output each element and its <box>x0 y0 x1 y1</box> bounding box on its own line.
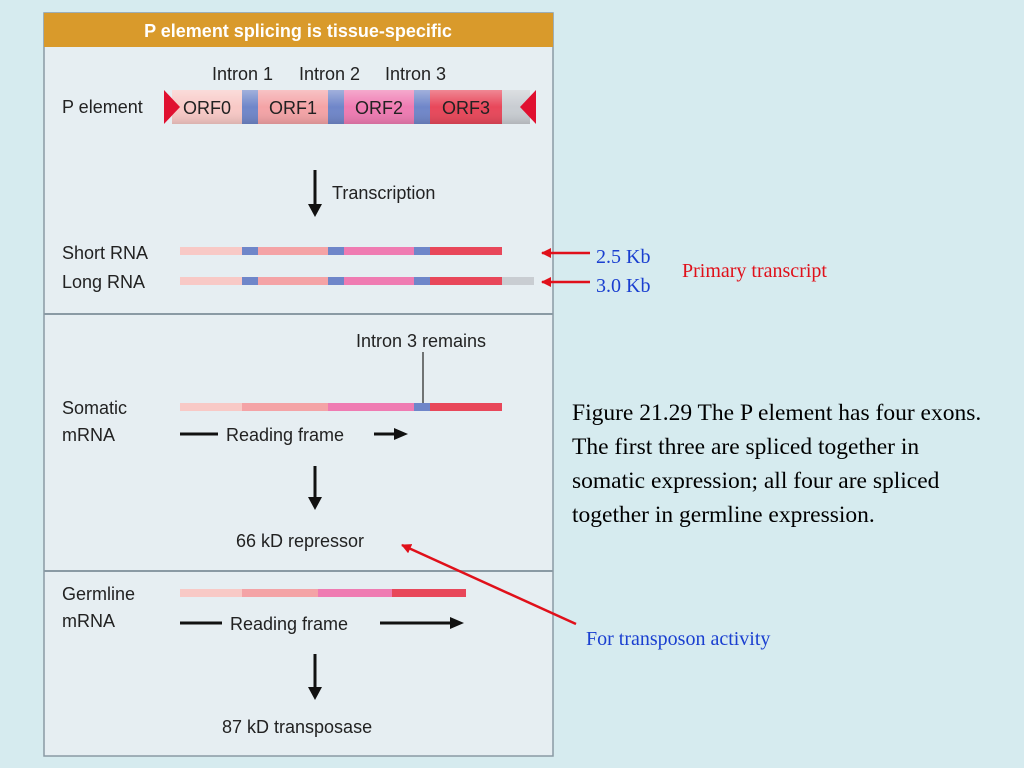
intron-3-label: Intron 3 <box>385 64 446 84</box>
long-rna-label: Long RNA <box>62 272 145 292</box>
figure-caption: Figure 21.29 The P element has four exon… <box>572 400 982 528</box>
somatic-reading-frame-arrow <box>374 428 408 440</box>
intron-2-label: Intron 2 <box>299 64 360 84</box>
intron3-remains-label: Intron 3 remains <box>356 331 486 351</box>
translation-arrow-somatic <box>308 466 322 510</box>
long-size-label: 3.0 Kb <box>596 275 650 297</box>
diagram-frame <box>43 12 554 757</box>
intron-1-label: Intron 1 <box>212 64 273 84</box>
gene-shading <box>172 90 530 124</box>
translation-arrow-germline <box>308 654 322 700</box>
short-size-label: 2.5 Kb <box>596 246 650 268</box>
repressor-label: 66 kD repressor <box>236 531 364 551</box>
splicing-diagram: P element splicing is tissue-specific In… <box>43 12 554 757</box>
transposase-label: 87 kD transposase <box>222 717 372 737</box>
germline-reading-frame-arrow <box>380 617 464 629</box>
short-rna-bar <box>180 247 502 255</box>
transposon-activity-pointer-arrow <box>401 543 577 626</box>
somatic-label-line1: Somatic <box>62 398 127 418</box>
orf1-label: ORF1 <box>269 98 317 118</box>
p-element-gene: ORF0 ORF1 ORF2 ORF3 <box>164 90 536 124</box>
transcription-label: Transcription <box>332 183 435 203</box>
right-inverted-repeat <box>520 90 536 124</box>
germline-label-line2: mRNA <box>62 611 115 631</box>
somatic-label-line2: mRNA <box>62 425 115 445</box>
primary-transcript-label: Primary transcript <box>682 260 827 282</box>
left-inverted-repeat <box>164 90 180 124</box>
germline-mrna-bar <box>180 589 466 597</box>
somatic-reading-frame-label: Reading frame <box>226 425 344 445</box>
diagram-title: P element splicing is tissue-specific <box>144 21 452 41</box>
slide-annotations: 2.5 Kb 3.0 Kb Primary transcript For tra… <box>401 246 827 650</box>
transcription-arrow <box>308 170 322 217</box>
p-element-label: P element <box>62 97 143 117</box>
orf3-label: ORF3 <box>442 98 490 118</box>
orf2-label: ORF2 <box>355 98 403 118</box>
germline-label-line1: Germline <box>62 584 135 604</box>
title-bar <box>44 13 553 47</box>
germline-reading-frame-label: Reading frame <box>230 614 348 634</box>
somatic-mrna-bar <box>180 403 502 411</box>
long-rna-bar <box>180 277 534 285</box>
transposon-activity-label: For transposon activity <box>586 628 770 650</box>
orf0-label: ORF0 <box>183 98 231 118</box>
short-rna-label: Short RNA <box>62 243 148 263</box>
